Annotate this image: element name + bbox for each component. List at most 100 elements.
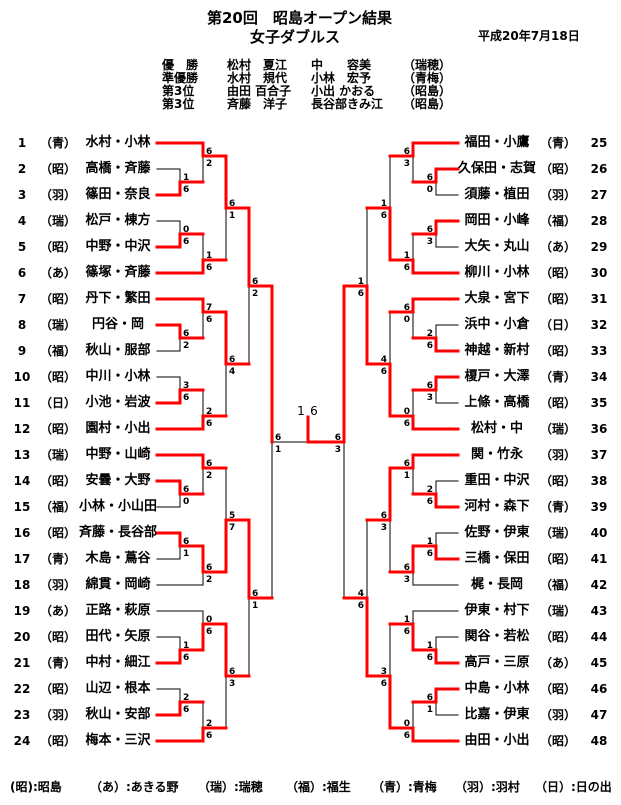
pair-names: 木島・蔦谷 [85, 551, 151, 566]
club-abbrev: （福） [40, 500, 77, 514]
entry-row: 9（福）秋山・服部 [0, 343, 621, 359]
match-scores: 1606621661627636266462606261625716062626… [183, 147, 433, 741]
club-abbrev: （昭） [540, 734, 577, 748]
club-abbrev: （昭） [40, 734, 77, 748]
final-score: 1 [297, 404, 305, 418]
match-score: 0 [404, 315, 410, 325]
seed-number: 19 [13, 604, 31, 618]
pair-names: 梶・長岡 [470, 577, 523, 592]
pair-names: 綿貫・岡崎 [85, 577, 151, 592]
match-score: 0 [183, 225, 189, 235]
club-abbrev: （瑞） [540, 604, 577, 618]
entry-row: 41（昭）三橋・保田 [0, 551, 621, 567]
match-score: 6 [427, 653, 433, 663]
seed-number: 13 [13, 448, 31, 462]
pair-names: 松戸・棟方 [85, 213, 151, 228]
match-score: 0 [427, 185, 433, 195]
pair-names: 福田・小鷹 [464, 135, 530, 150]
match-score: 1 [427, 537, 433, 547]
pair-names: 比嘉・伊東 [464, 707, 530, 722]
match-score: 6 [206, 731, 212, 741]
seed-number: 26 [590, 162, 608, 176]
result-player-1: 由田 百合子 [227, 84, 292, 98]
match-score: 1 [427, 705, 433, 715]
pair-names: 小池・岩波 [85, 395, 151, 410]
match-score: 2 [206, 471, 212, 481]
match-score: 1 [275, 445, 281, 455]
match-score: 6 [427, 497, 433, 507]
winner-path-lines [155, 141, 460, 743]
seed-number: 1 [17, 136, 27, 150]
entry-row: 35（昭）上條・高橋 [0, 395, 621, 411]
match-score: 1 [381, 199, 387, 209]
entry-row: 37（羽）関・竹永 [0, 447, 621, 463]
pair-names: 久保田・志賀 [457, 161, 536, 176]
pair-names: 篠塚・斉藤 [85, 265, 151, 280]
match-score: 1 [404, 615, 410, 625]
entry-row: 27（羽）須藤・植田 [0, 187, 621, 203]
seed-number: 38 [590, 474, 608, 488]
club-abbrev: （青） [40, 552, 77, 566]
match-score: 1 [427, 641, 433, 651]
seed-number: 14 [13, 474, 31, 488]
result-player-2: 小林 宏予 [311, 71, 372, 85]
seed-number: 9 [17, 344, 27, 358]
result-place: 第3位 [162, 97, 195, 111]
entry-row: 38（昭）重田・中沢 [0, 473, 621, 489]
pair-names: 浜中・小倉 [464, 317, 530, 332]
club-abbrev: （昭） [540, 396, 577, 410]
club-abbrev: （青） [540, 500, 577, 514]
entry-row: 16（昭）斉藤・長谷部 [0, 525, 621, 541]
pair-names: 中川・小林 [85, 369, 151, 384]
seed-number: 23 [13, 708, 31, 722]
match-score: 5 [229, 511, 235, 521]
entry-row: 1（青）水村・小林 [0, 135, 621, 151]
match-score: 6 [183, 537, 189, 547]
match-score: 6 [206, 563, 212, 573]
club-abbrev: （瑞） [40, 318, 77, 332]
pair-names: 須藤・植田 [464, 187, 530, 202]
entry-row: 12（昭）園村・小出 [0, 421, 621, 437]
match-score: 6 [404, 263, 410, 273]
seed-number: 24 [13, 734, 31, 748]
legend-item: （青）:青梅 [372, 780, 437, 794]
seed-number: 45 [590, 656, 608, 670]
match-score: 2 [252, 289, 258, 299]
match-score: 6 [404, 627, 410, 637]
club-abbrev: （青） [540, 136, 577, 150]
seed-number: 3 [17, 188, 27, 202]
seed-number: 4 [17, 214, 27, 228]
match-score: 6 [206, 419, 212, 429]
result-club: （昭島） [403, 97, 452, 111]
club-abbrev: （羽） [540, 188, 577, 202]
seed-number: 8 [17, 318, 27, 332]
seed-number: 5 [17, 240, 27, 254]
entry-row: 44（昭）関谷・若松 [0, 629, 621, 645]
pair-names: 佐野・伊東 [464, 525, 530, 540]
pair-names: 大泉・宮下 [464, 291, 530, 306]
match-score: 6 [381, 679, 387, 689]
club-abbrev: （昭） [540, 266, 577, 280]
pair-names: 大矢・丸山 [464, 239, 530, 254]
club-abbrev: （昭） [540, 292, 577, 306]
entry-row: 42（福）梶・長岡 [0, 577, 621, 593]
match-score: 3 [427, 237, 433, 247]
entry-row: 14（昭）安曇・大野 [0, 473, 621, 489]
match-score: 2 [183, 693, 189, 703]
match-score: 1 [183, 549, 189, 559]
entry-row: 28（福）岡田・小峰 [0, 213, 621, 229]
match-score: 6 [427, 341, 433, 351]
match-score: 6 [404, 459, 410, 469]
final-score: 6 [310, 404, 318, 418]
club-abbrev: （昭） [40, 162, 77, 176]
entry-row: 33（昭）神越・新村 [0, 343, 621, 359]
result-row-champion: 優 勝 松村 夏江 中 容美 （瑞穂） [0, 59, 621, 72]
seed-number: 20 [13, 630, 31, 644]
entry-row: 2（昭）高橋・斉藤 [0, 161, 621, 177]
seed-number: 47 [590, 708, 608, 722]
club-abbrev: （福） [40, 344, 77, 358]
entry-row: 22（昭）山辺・根本 [0, 681, 621, 697]
seed-number: 31 [590, 292, 608, 306]
match-score: 1 [252, 601, 258, 611]
